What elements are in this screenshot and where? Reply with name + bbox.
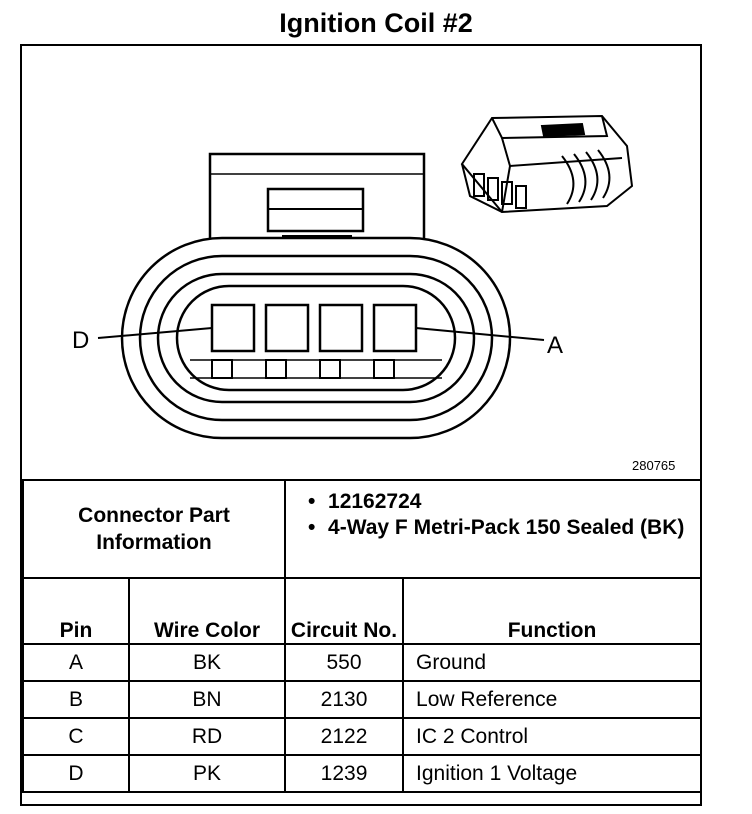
table-row: B BN 2130 Low Reference: [22, 680, 703, 719]
connector-illustration: [97, 114, 634, 440]
header-circuit: Circuit No.: [284, 577, 405, 645]
pin-cell: B: [22, 680, 130, 719]
diagram-frame: [20, 44, 702, 806]
wire-color-cell: BK: [127, 643, 287, 682]
function-cell: Ground: [402, 643, 703, 682]
pin-cell: D: [22, 754, 130, 793]
wire-color-cell: PK: [127, 754, 287, 793]
table-row: A BK 550 Ground: [22, 643, 703, 682]
wire-color-cell: BN: [127, 680, 287, 719]
function-cell: Ignition 1 Voltage: [402, 754, 703, 793]
leader-line-d: [97, 327, 213, 339]
function-cell: IC 2 Control: [402, 717, 703, 756]
pin-label-a: A: [547, 332, 564, 359]
connector-thumbnail: [460, 114, 634, 214]
table-row: D PK 1239 Ignition 1 Voltage: [22, 754, 703, 793]
column-header-row: Pin Wire Color Circuit No. Function: [22, 577, 703, 645]
circuit-cell: 2130: [284, 680, 405, 719]
connector-info-details: 12162724 4-Way F Metri-Pack 150 Sealed (…: [284, 479, 703, 579]
wire-color-cell: RD: [127, 717, 287, 756]
pin-cell: C: [22, 717, 130, 756]
function-cell: Low Reference: [402, 680, 703, 719]
connector-table: Connector Part Information 12162724 4-Wa…: [21, 479, 703, 793]
connector-info-label: Connector Part Information: [21, 479, 287, 579]
circuit-cell: 2122: [284, 717, 405, 756]
circuit-cell: 1239: [284, 754, 405, 793]
connector-info-row: Connector Part Information 12162724 4-Wa…: [21, 479, 703, 579]
figure-number: 280765: [632, 458, 676, 473]
header-pin: Pin: [22, 577, 130, 645]
leader-line-a: [415, 327, 545, 341]
header-function: Function: [402, 577, 703, 645]
terminal-cavity-c: [264, 303, 310, 353]
circuit-cell: 550: [284, 643, 405, 682]
table-row: C RD 2122 IC 2 Control: [22, 717, 703, 756]
connector-description: 4-Way F Metri-Pack 150 Sealed (BK): [308, 515, 700, 541]
pin-cell: A: [22, 643, 130, 682]
part-number: 12162724: [308, 489, 700, 515]
pin-label-d: D: [72, 327, 90, 354]
header-wire-color: Wire Color: [127, 577, 287, 645]
terminal-cavity-b: [318, 303, 364, 353]
diagram-title: Ignition Coil #2: [279, 8, 473, 38]
